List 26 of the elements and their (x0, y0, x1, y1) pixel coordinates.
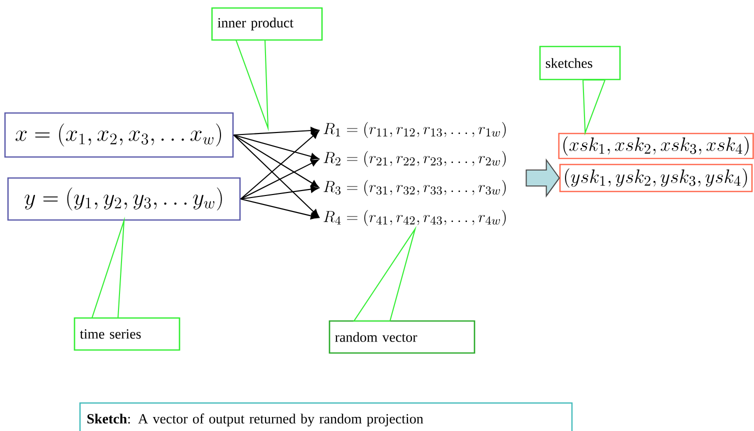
callout-box: sketches (539, 46, 621, 80)
arrow (240, 186, 319, 200)
vector-box: $y=(y_1,y_2,y_3,\ldots y_w)$ (7, 177, 241, 221)
callout-box: time series (74, 317, 180, 351)
random-vector-formula: $R_4=(r_{41},r_{42},r_{43},\ldots,r_{4w})$ (324, 210, 506, 226)
arrow (240, 198, 319, 220)
random-vector-formula: $R_3=(r_{31},r_{32},r_{33},\ldots,r_{3w})$ (324, 180, 506, 196)
vector-box: $x=(x_1,x_2,x_3,\ldots x_w)$ (4, 112, 234, 158)
arrow (233, 134, 320, 218)
arrow (240, 159, 319, 200)
sketch-box: $(xsk_1,xsk_2,xsk_3,xsk_4)$ (558, 132, 754, 160)
leader-line (353, 226, 416, 322)
leader-line (582, 79, 606, 136)
callout-box: inner product (211, 7, 323, 41)
random-vector-formula: $R_1=(r_{11},r_{12},r_{13},\ldots,r_{1w})$ (324, 122, 506, 138)
arrow (234, 126, 319, 136)
note-box: Sketch: A vector of output returned by random projection (79, 402, 573, 431)
arrow (234, 134, 319, 160)
callout-box: random vector (328, 320, 476, 354)
arrow (240, 130, 320, 200)
leader-line (91, 216, 125, 319)
random-vector-formula: $R_2=(r_{21},r_{22},r_{23},\ldots,r_{2w})$ (324, 151, 506, 167)
sketch-box: $(ysk_1,ysk_2,ysk_3,ysk_4)$ (559, 164, 753, 192)
arrow (233, 134, 319, 188)
leader-line (235, 39, 269, 132)
block-arrow (526, 158, 560, 198)
